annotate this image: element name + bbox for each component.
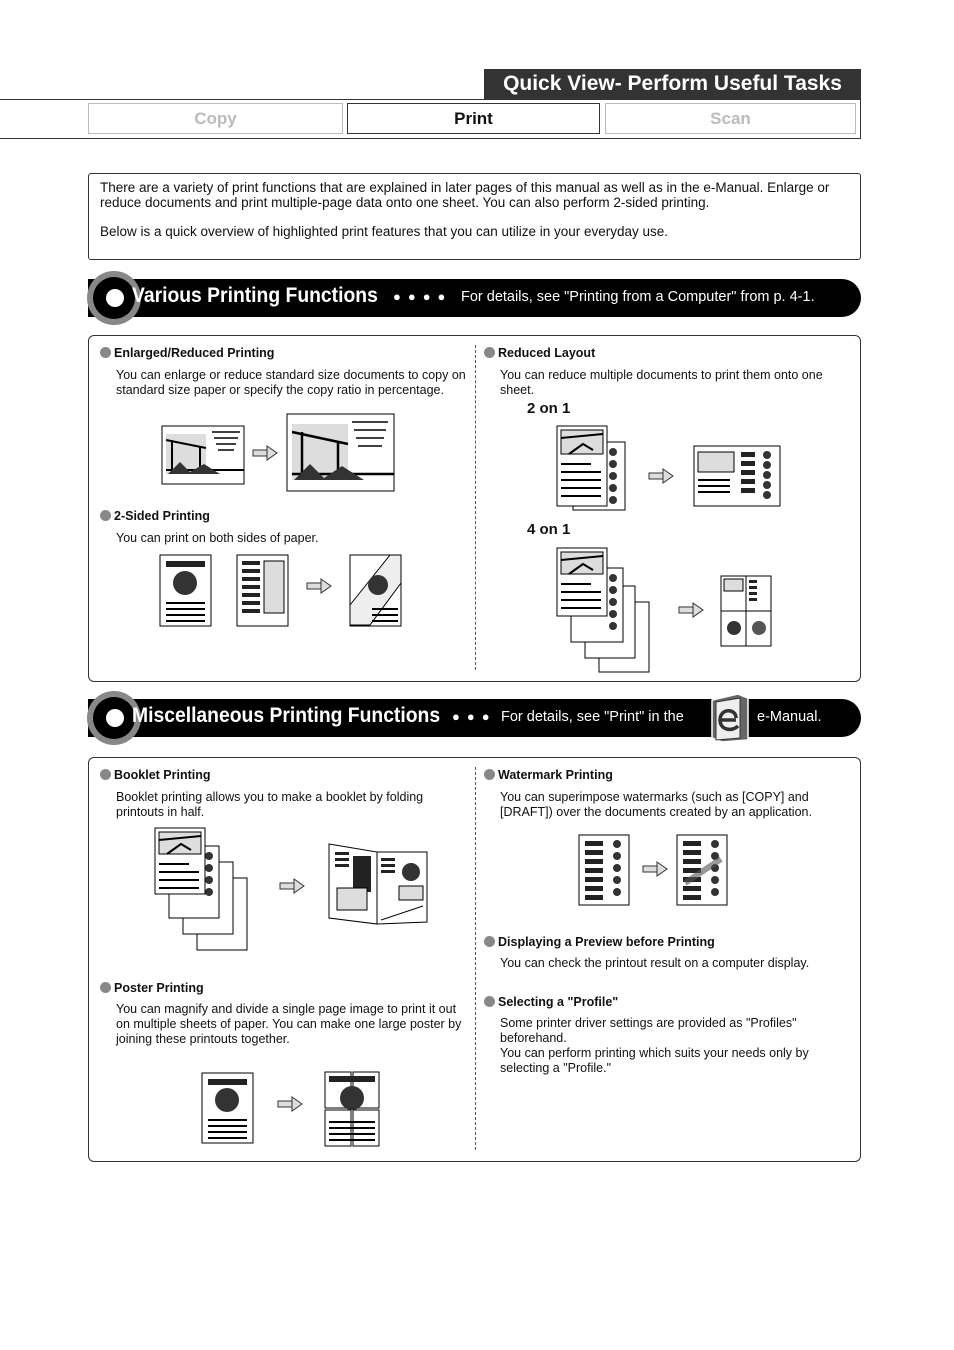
feature-heading: Watermark Printing bbox=[484, 768, 613, 782]
bullet-dot-icon bbox=[100, 510, 111, 521]
dots-decoration: ●●●● bbox=[393, 289, 453, 304]
arrow-icon bbox=[306, 578, 332, 594]
feature-description: Booklet printing allows you to make a bo… bbox=[116, 790, 424, 819]
section-note: For details, see "Print" in the bbox=[501, 709, 684, 725]
two-on-one-illustration bbox=[556, 425, 781, 511]
bullet-dot-icon bbox=[100, 347, 111, 358]
enlarge-illustration bbox=[161, 413, 395, 492]
section-title: Miscellaneous Printing Functions bbox=[132, 704, 441, 727]
section-box-various bbox=[88, 335, 861, 682]
bullet-dot-icon bbox=[106, 289, 124, 307]
layout-label: 2 on 1 bbox=[527, 400, 571, 417]
feature-description: You can check the printout result on a c… bbox=[500, 956, 810, 970]
arrow-icon bbox=[678, 602, 704, 618]
header-divider bbox=[0, 99, 861, 100]
bullet-dot-icon bbox=[100, 769, 111, 780]
arrow-icon bbox=[277, 1096, 303, 1112]
profile-desc-line: Some printer driver settings are provide… bbox=[500, 1016, 797, 1045]
header-divider bbox=[860, 99, 861, 139]
dots-decoration: ●●● bbox=[452, 709, 497, 724]
bullet-dot-icon bbox=[484, 347, 495, 358]
poster-illustration bbox=[201, 1071, 380, 1147]
bullet-dot-icon bbox=[484, 769, 495, 780]
feature-description: You can enlarge or reduce standard size … bbox=[116, 368, 466, 397]
feature-heading: Booklet Printing bbox=[100, 768, 211, 782]
section-note: For details, see "Printing from a Comput… bbox=[461, 289, 815, 305]
feature-heading: Selecting a "Profile" bbox=[484, 995, 618, 1009]
layout-label: 4 on 1 bbox=[527, 521, 571, 538]
arrow-icon bbox=[252, 445, 278, 461]
column-divider bbox=[475, 767, 476, 1150]
two-sided-illustration bbox=[159, 554, 402, 627]
feature-description: You can superimpose watermarks (such as … bbox=[500, 790, 812, 819]
arrow-icon bbox=[279, 878, 305, 894]
intro-box: There are a variety of print functions t… bbox=[88, 173, 861, 260]
tab-print[interactable]: Print bbox=[347, 103, 600, 134]
tab-copy[interactable]: Copy bbox=[88, 103, 343, 134]
section-banner-various bbox=[88, 279, 861, 317]
feature-heading: Enlarged/Reduced Printing bbox=[100, 346, 274, 360]
feature-description: You can magnify and divide a single page… bbox=[116, 1002, 462, 1046]
feature-heading: 2-Sided Printing bbox=[100, 509, 210, 523]
intro-paragraph: There are a variety of print functions t… bbox=[100, 180, 830, 210]
header-divider bbox=[0, 138, 861, 139]
bullet-dot-icon bbox=[106, 709, 124, 727]
arrow-icon bbox=[648, 468, 674, 484]
feature-heading: Reduced Layout bbox=[484, 346, 595, 360]
section-box-misc bbox=[88, 757, 861, 1162]
feature-description: You can print on both sides of paper. bbox=[116, 531, 319, 545]
feature-heading: Poster Printing bbox=[100, 981, 204, 995]
column-divider bbox=[475, 345, 476, 670]
tab-scan[interactable]: Scan bbox=[605, 103, 856, 134]
profile-desc-line: You can perform printing which suits you… bbox=[500, 1046, 809, 1075]
page-title: Quick View- Perform Useful Tasks bbox=[484, 69, 861, 99]
section-title: Various Printing Functions bbox=[132, 284, 378, 307]
bullet-dot-icon bbox=[484, 996, 495, 1007]
four-on-one-illustration bbox=[556, 547, 772, 673]
booklet-illustration bbox=[154, 827, 428, 951]
watermark-illustration bbox=[578, 834, 728, 906]
bullet-dot-icon bbox=[484, 936, 495, 947]
feature-description: Some printer driver settings are provide… bbox=[500, 1016, 840, 1076]
arrow-icon bbox=[642, 861, 668, 877]
feature-heading: Displaying a Preview before Printing bbox=[484, 935, 715, 949]
bullet-dot-icon bbox=[100, 982, 111, 993]
intro-paragraph: Below is a quick overview of highlighted… bbox=[100, 224, 669, 239]
feature-description: You can reduce multiple documents to pri… bbox=[500, 368, 823, 397]
e-manual-icon[interactable] bbox=[708, 692, 752, 744]
section-note: e-Manual. bbox=[757, 709, 822, 725]
